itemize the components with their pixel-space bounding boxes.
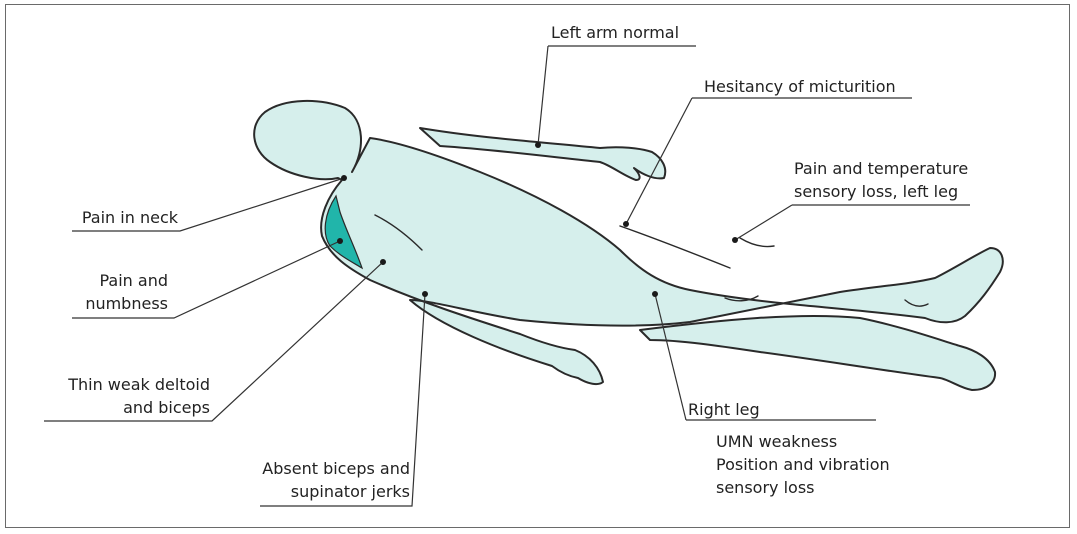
label-deltoid-1: Thin weak deltoid xyxy=(30,374,210,396)
label-left-arm: Left arm normal xyxy=(551,22,679,44)
label-rl-1: UMN weakness xyxy=(716,431,837,453)
label-right-leg: Right leg xyxy=(688,399,760,421)
label-neck: Pain in neck xyxy=(40,207,178,229)
label-pain-numb-1: Pain and xyxy=(40,270,168,292)
label-jerks-2: supinator jerks xyxy=(220,481,410,503)
label-pain-temp-2: sensory loss, left leg xyxy=(794,181,958,203)
label-rl-3: sensory loss xyxy=(716,477,814,499)
label-pain-numb-2: numbness xyxy=(40,293,168,315)
label-rl-2: Position and vibration xyxy=(716,454,890,476)
right-leg xyxy=(640,316,995,390)
label-deltoid-2: and biceps xyxy=(30,397,210,419)
label-jerks-1: Absent biceps and xyxy=(220,458,410,480)
label-pain-temp-1: Pain and temperature xyxy=(794,158,968,180)
label-micturition: Hesitancy of micturition xyxy=(704,76,896,98)
